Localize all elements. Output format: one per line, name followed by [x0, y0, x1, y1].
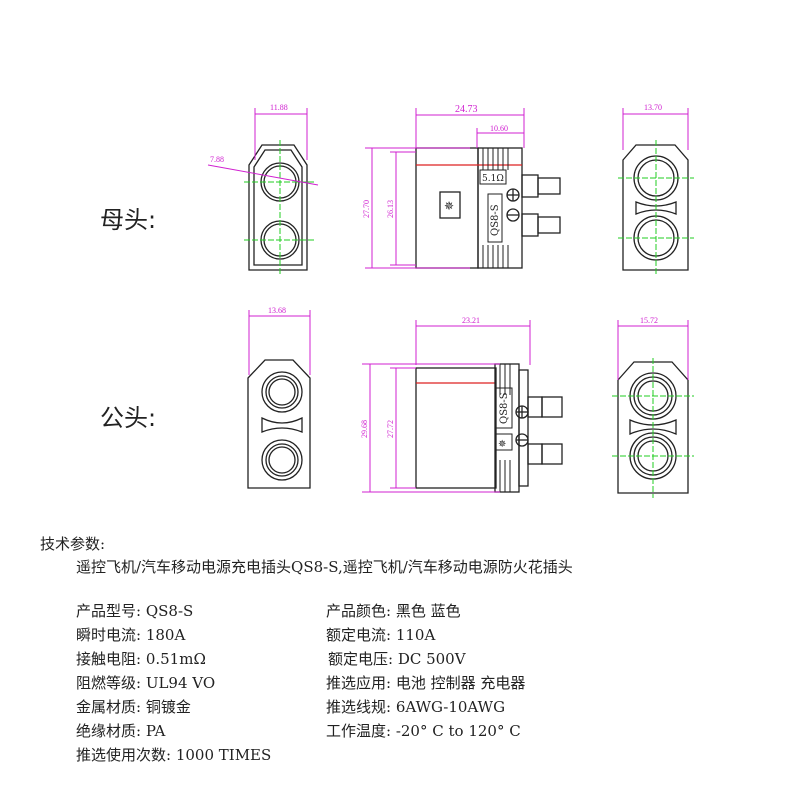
male-front-view: 13.68 — [247, 306, 311, 489]
dim-male-inner-height: 27.72 — [386, 420, 395, 438]
spec-mating-cycles: 推选使用次数: 1000 TIMES — [76, 746, 272, 764]
dim-male-back-width: 15.72 — [640, 316, 658, 325]
male-side-view: QS8-S ✵ 23.21 29.68 27.72 — [360, 316, 563, 493]
spec-application: 推选应用: 电池 控制器 充电器 — [326, 674, 526, 692]
dim-female-back-width: 13.70 — [644, 103, 662, 112]
dim-female-front-width: 11.88 — [270, 103, 288, 112]
dim-female-length: 24.73 — [455, 104, 478, 115]
dim-male-length: 23.21 — [462, 316, 480, 325]
male-back-view: 15.72 — [612, 316, 694, 498]
spec-metal-material: 金属材质: 铜镀金 — [76, 698, 191, 716]
female-label: 母头: — [100, 206, 157, 234]
spec-flame-rating: 阻燃等级: UL94 VO — [76, 674, 216, 692]
spec-rated-current: 额定电流: 110A — [326, 626, 436, 644]
spec-peak-current: 瞬时电流: 180A — [76, 626, 186, 644]
female-front-view: 11.88 7.88 — [207, 103, 319, 275]
resistor-label: 5.1Ω — [482, 174, 504, 184]
logo-icon: ✵ — [444, 199, 454, 213]
dim-female-inner-height: 26.13 — [386, 200, 395, 218]
spec-insulation-material: 绝缘材质: PA — [76, 722, 166, 740]
female-model-marking: QS8-S — [490, 204, 501, 236]
dim-female-hole-dia: 7.88 — [210, 155, 224, 164]
dim-female-outer-height: 27.70 — [362, 200, 371, 218]
dim-male-front-width: 13.68 — [268, 306, 286, 315]
male-model-marking: QS8-S — [499, 392, 510, 424]
product-description: 遥控飞机/汽车移动电源充电插头QS8-S,遥控飞机/汽车移动电源防火花插头 — [76, 558, 573, 576]
spec-model: 产品型号: QS8-S — [76, 602, 194, 620]
dim-female-rib-length: 10.60 — [490, 124, 508, 133]
spec-wire-gauge: 推选线规: 6AWG-10AWG — [326, 698, 506, 716]
logo-icon: ✵ — [498, 439, 506, 450]
female-side-view: ✵ 5.1Ω QS8-S 24.73 10.60 27.70 26.13 — [362, 104, 561, 269]
spec-contact-resistance: 接触电阻: 0.51mΩ — [76, 650, 206, 668]
specs-heading: 技术参数: — [40, 535, 106, 553]
male-label: 公头: — [100, 404, 157, 432]
spec-color: 产品颜色: 黑色 蓝色 — [326, 602, 461, 620]
female-back-view: 13.70 — [618, 103, 694, 275]
spec-rated-voltage: 额定电压: DC 500V — [328, 650, 466, 668]
dim-male-outer-height: 29.68 — [360, 420, 369, 438]
spec-operating-temp: 工作温度: -20° C to 120° C — [326, 722, 521, 740]
